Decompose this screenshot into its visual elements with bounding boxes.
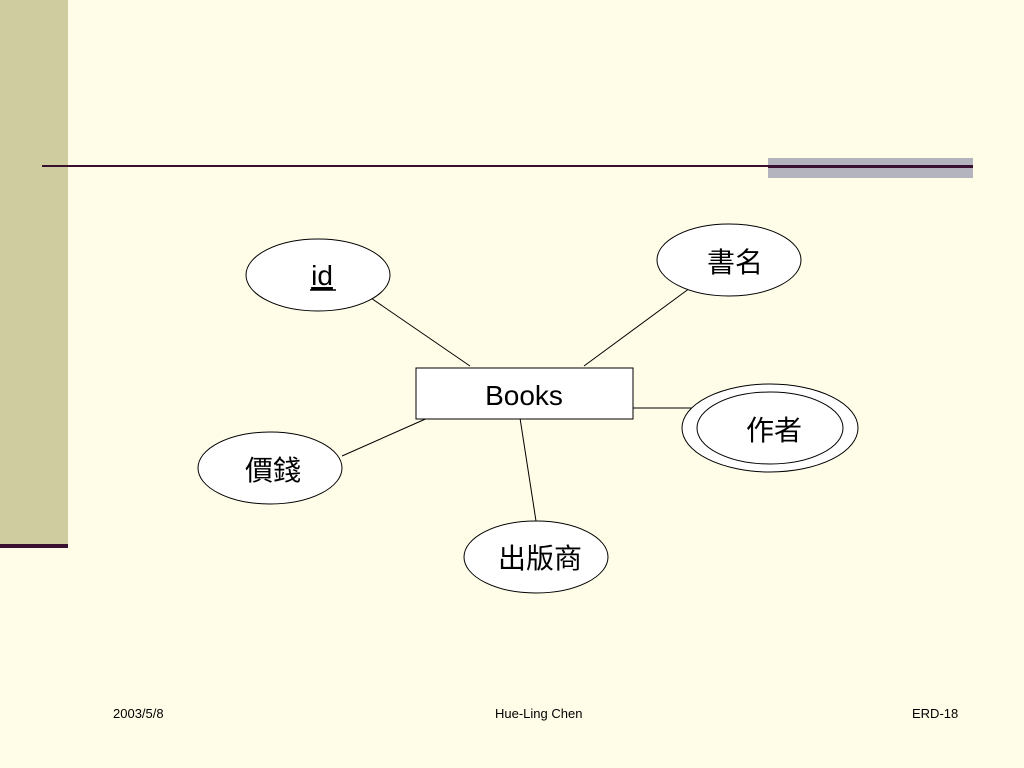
footer-date: 2003/5/8 (113, 706, 164, 721)
entity-books-box (415, 367, 634, 420)
attribute-id-label: id (311, 260, 333, 291)
footer-page-number: ERD-18 (912, 706, 959, 721)
connector-id (367, 295, 471, 367)
entity-books-label: Books (485, 380, 563, 411)
title-divider (42, 165, 972, 167)
attribute-title-label: 書名 (707, 246, 763, 279)
footer-author: Hue-Ling Chen (495, 706, 583, 721)
attribute-publisher-ellipse (463, 520, 609, 594)
attribute-title-ellipse (656, 223, 802, 297)
title-accent-bar (768, 158, 973, 178)
connector-title (583, 287, 691, 367)
left-decor-line (0, 544, 68, 548)
title-accent-line (768, 165, 973, 168)
attribute-author-label: 作者 (746, 414, 802, 447)
attribute-author-inner-ellipse (696, 391, 844, 465)
left-decor-bar (0, 0, 68, 545)
attribute-publisher-label: 出版商 (498, 542, 582, 575)
connector-publisher (519, 417, 537, 522)
attribute-id-ellipse (245, 238, 391, 312)
connector-price (341, 416, 431, 457)
attribute-price-ellipse (197, 431, 343, 505)
attribute-price-label: 價錢 (245, 454, 301, 487)
